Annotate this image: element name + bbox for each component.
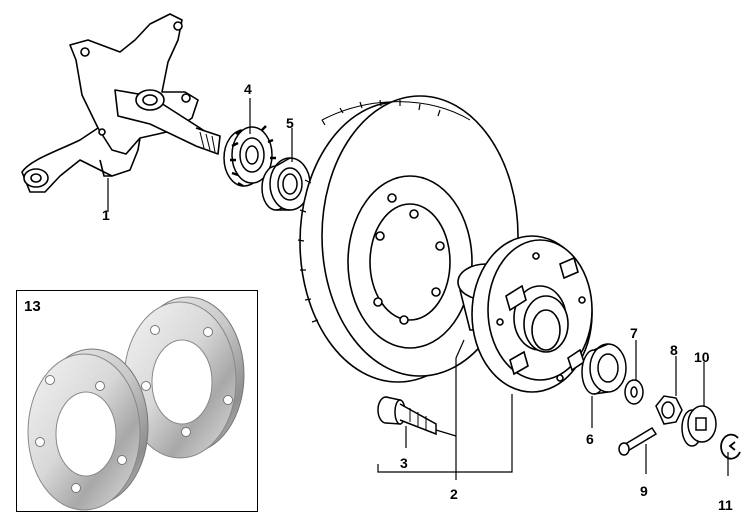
dust-cap-icon — [681, 405, 717, 447]
retaining-clip-icon — [720, 433, 741, 460]
wheel-stud-icon — [377, 396, 437, 436]
callout-8: 8 — [670, 342, 678, 358]
screw-icon — [618, 426, 658, 456]
bearing-race-icon — [261, 157, 311, 211]
steering-knuckle-icon — [21, 13, 221, 193]
callout-2: 2 — [450, 486, 458, 502]
callout-10: 10 — [694, 349, 710, 365]
wheel-hub-icon — [457, 235, 593, 393]
callout-9: 9 — [640, 483, 648, 499]
leader-lines — [107, 98, 729, 480]
washer-icon — [624, 379, 644, 405]
callout-6: 6 — [586, 431, 594, 447]
callout-1: 1 — [102, 207, 110, 223]
axle-nut-icon — [655, 395, 683, 425]
callout-3: 3 — [400, 455, 408, 471]
callout-4: 4 — [244, 81, 252, 97]
callout-13: 13 — [24, 298, 41, 315]
callout-5: 5 — [286, 115, 294, 131]
wheel-spacer-icon — [27, 296, 245, 511]
callout-7: 7 — [630, 325, 638, 341]
inner-bearing-icon — [223, 125, 276, 188]
outer-bearing-icon — [581, 343, 627, 395]
callout-11: 11 — [718, 497, 733, 513]
